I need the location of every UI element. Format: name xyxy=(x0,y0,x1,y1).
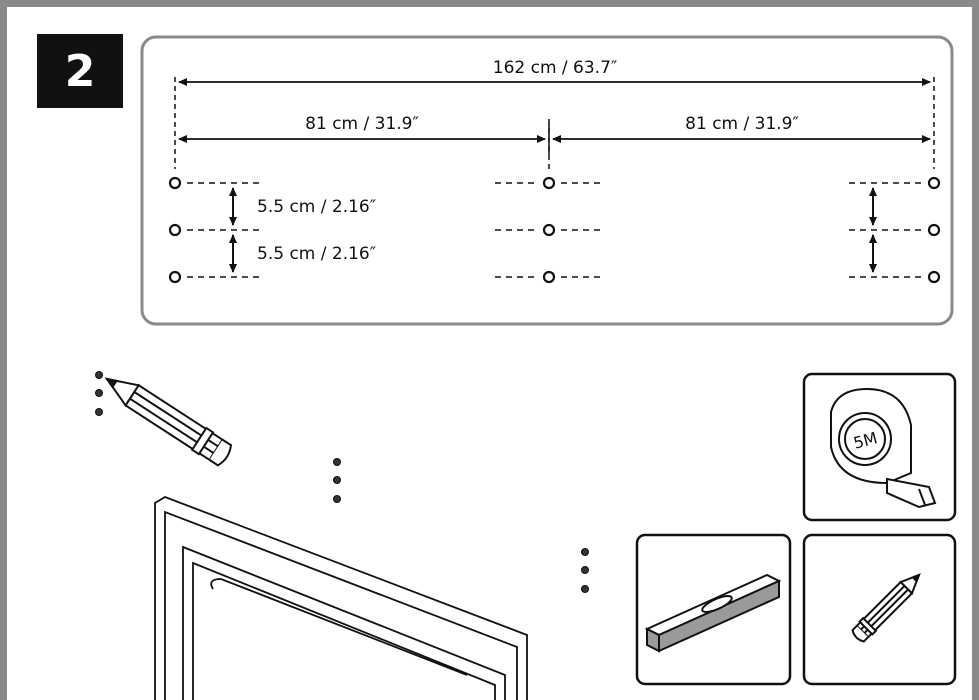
tape-measure-icon xyxy=(830,387,937,509)
spirit-level-icon xyxy=(644,573,782,653)
total-width-label: 162 cm / 63.7″ xyxy=(493,58,618,78)
pencil-icon xyxy=(104,377,233,467)
hole-right-top xyxy=(927,176,941,190)
measurement-panel: 162 cm / 63.7″ 81 cm / 31.9″ 81 cm / 31.… xyxy=(140,35,954,326)
right-half-label: 81 cm / 31.9″ xyxy=(685,114,799,134)
tv-outline xyxy=(154,496,528,700)
hole-left-top xyxy=(168,176,182,190)
tape-measure-tool: 5M xyxy=(802,372,957,522)
left-half-label: 81 cm / 31.9″ xyxy=(305,114,419,134)
hole-left-bottom xyxy=(168,270,182,284)
hole-left-mid xyxy=(168,223,182,237)
mounting-holes xyxy=(168,176,941,284)
spacing-label-top: 5.5 cm / 2.16″ xyxy=(257,197,376,217)
hole-right-bottom xyxy=(927,270,941,284)
hole-center-top xyxy=(542,176,556,190)
pencil-tool-icon xyxy=(851,573,921,643)
spirit-level-tool xyxy=(635,533,792,686)
pencil-tool xyxy=(802,533,957,686)
step-number-badge: 2 xyxy=(37,34,123,108)
hole-center-bottom xyxy=(542,270,556,284)
wall-marks xyxy=(95,371,589,593)
hole-center-mid xyxy=(542,223,556,237)
spacing-label-bottom: 5.5 cm / 2.16″ xyxy=(257,244,376,264)
hole-right-mid xyxy=(927,223,941,237)
diagram-canvas: 162 cm / 63.7″ 81 cm / 31.9″ 81 cm / 31.… xyxy=(95,35,957,700)
